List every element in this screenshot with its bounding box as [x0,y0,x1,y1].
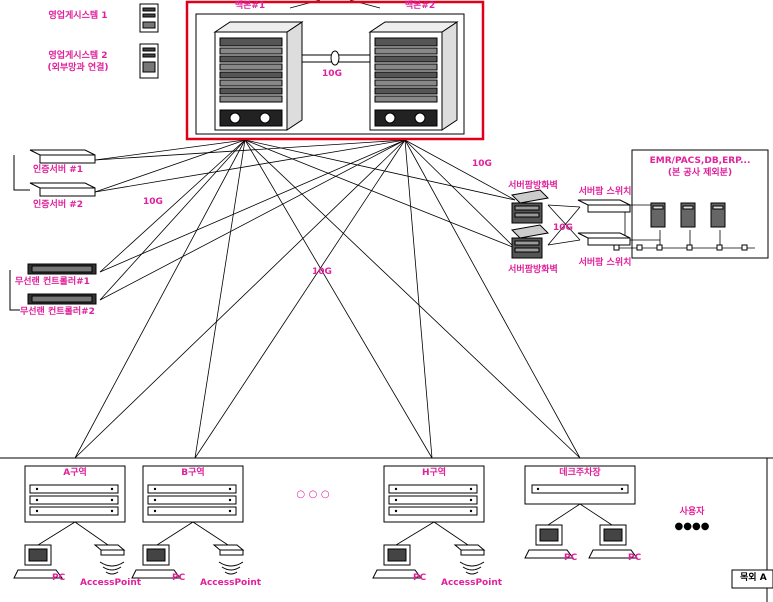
left-link-10g-label: 10G [143,197,163,207]
server-farm-firewalls [510,189,550,259]
auth-servers-group [13,149,96,197]
enterprise-systems-box [613,149,769,259]
zone-area-frame [0,457,773,602]
firewall-2-label: 서버팜방화벽 [508,265,558,275]
core-uplink-lines [74,0,581,459]
ap-b-label: AccessPoint [200,578,262,588]
corner-label: 목외 A [740,573,767,583]
auth-server-2-label: 인증서버 #2 [33,200,84,210]
systems-note: (본 공사 제외분) [667,168,733,178]
wlan-controllers-group [9,263,97,311]
zone-a-label: A구역 [63,468,87,478]
wlan-controller-2-label: 무선랜 컨트롤러#2 [20,307,95,317]
display-system-2-note: (외부망과 연결) [47,63,109,73]
pc-parking-2-label: PC [628,553,642,563]
center-link-10g-label: 10G [312,267,332,277]
backbone-2-label: 백본#2 [404,1,436,11]
zone-a-box [24,465,126,523]
switch-1-label: 서버팜 스위치 [578,187,632,197]
pc-b-label: PC [172,573,186,583]
wlan-controller-1-label: 무선랜 컨트롤러#1 [15,277,90,287]
switch-2-label: 서버팜 스위치 [578,258,632,268]
access-lines [37,503,613,546]
pc-a-label: PC [52,573,66,583]
parking-box [524,465,636,505]
users-dots: ●●●● [674,521,710,532]
pc-icons [13,524,638,579]
core-highlight-box [185,0,485,141]
systems-title: EMR/PACS,DB,ERP... [649,156,751,166]
zone-h-label: H구역 [421,468,447,478]
zone-b-box [142,465,244,523]
pc-parking-1-label: PC [564,553,578,563]
users-label: 사용자 [679,507,705,517]
firewall-switch-link-label: 10G [553,223,573,233]
access-point-icons [93,544,486,575]
backbone-1-label: 백본#1 [234,1,266,11]
parking-label: 데크주차장 [559,468,601,478]
pc-h-label: PC [413,573,427,583]
backbone-link-label: 10G [322,69,342,79]
zones-ellipsis: ○ ○ ○ [296,489,330,500]
backbone-1 [213,21,304,131]
display-system-1-icon [139,3,159,33]
ap-a-label: AccessPoint [80,578,142,588]
display-system-2-icon [139,43,159,79]
zone-box-ports [35,487,624,513]
display-system-2-label: 영업게시스템 2 [48,51,108,61]
zone-h-box [383,465,485,523]
ap-h-label: AccessPoint [441,578,503,588]
zone-b-label: B구역 [181,468,205,478]
server-farm-switches [577,199,631,246]
firewall-1-label: 서버팜방화벽 [508,181,558,191]
backbone-2 [368,21,459,131]
server-farm-link-label: 10G [472,159,492,169]
display-system-1-label: 영업게시스템 1 [48,11,108,21]
core-frame [195,13,465,135]
auth-server-1-label: 인증서버 #1 [33,165,84,175]
